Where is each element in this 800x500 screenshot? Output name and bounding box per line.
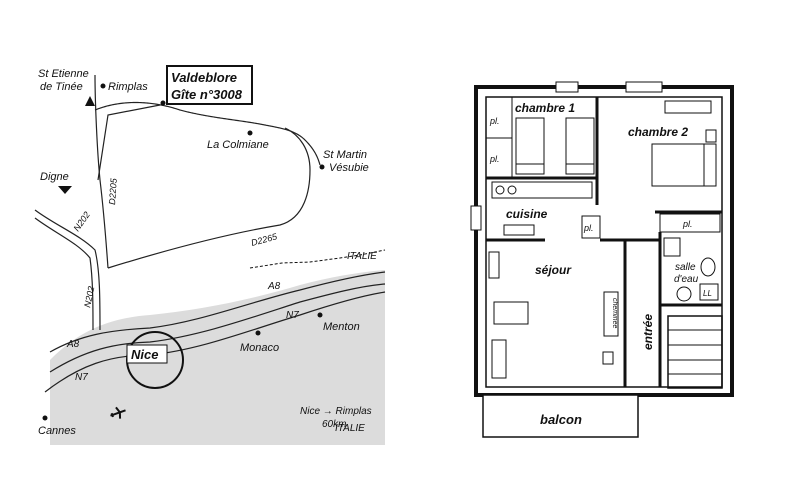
window-left [470, 205, 482, 231]
road-label-d2205: D2205 [107, 177, 119, 205]
basin [676, 286, 692, 302]
room-entree: entrée [641, 314, 655, 350]
bed-ch1-right [565, 117, 595, 175]
place-st-etienne-2: de Tinée [40, 81, 83, 93]
sideboard [488, 251, 500, 279]
dot-valdeblore [160, 100, 166, 106]
place-rimplas: Rimplas [108, 81, 148, 93]
room-balcon: balcon [540, 412, 582, 427]
window-top-1 [555, 81, 579, 93]
dot-monaco [255, 330, 261, 336]
distance-line1: Nice → Rimplas [300, 406, 372, 417]
fixture-ll: LL [703, 289, 712, 298]
place-st-martin-1: St Martin [323, 149, 367, 161]
road-label-n202-upper: N202 [71, 210, 92, 233]
place-monaco: Monaco [240, 342, 279, 354]
road-n202-b [34, 217, 94, 331]
room-sejour: séjour [535, 263, 572, 277]
road-valdeblore [97, 104, 161, 181]
window-top-2 [625, 81, 663, 93]
sofa [491, 339, 507, 379]
staircase [667, 315, 723, 389]
road-label-d2265: D2265 [250, 231, 279, 248]
road-label-n202-lower: N202 [82, 285, 96, 308]
closet-pl-c: pl. [682, 219, 693, 229]
room-salle-2: d'eau [674, 274, 699, 285]
road-colmiane [94, 101, 321, 166]
room-chambre2: chambre 2 [628, 125, 688, 139]
dot-rimplas [100, 83, 106, 89]
closet-c [659, 213, 721, 233]
map-title-line2: Gîte n°3008 [171, 87, 243, 102]
closet-pl-d: pl. [583, 223, 594, 233]
region-map: Nice Valdeblore Gîte n°3008 St Etienne d… [34, 65, 386, 445]
closet-pl-b: pl. [489, 154, 500, 164]
fireplace [603, 291, 619, 337]
inner-wall [485, 96, 723, 388]
arrow-st-etienne-icon [85, 96, 95, 106]
road-n7 [49, 283, 386, 373]
title-box [166, 65, 253, 105]
airport-icon [110, 406, 126, 419]
bed-ch2 [651, 143, 717, 187]
closet-d [581, 215, 601, 239]
dot-menton [317, 312, 323, 318]
room-cuisine: cuisine [506, 207, 548, 221]
place-nice: Nice [131, 347, 158, 362]
distance-line2: 60km [322, 419, 346, 430]
place-digne: Digne [40, 171, 69, 183]
road-d2265 [107, 127, 311, 269]
place-cannes: Cannes [38, 425, 76, 437]
closet-pl-a: pl. [489, 116, 500, 126]
washing-machine [699, 283, 719, 301]
sea-area [50, 270, 385, 445]
nightstand-ch2 [705, 129, 717, 143]
balcony [482, 394, 639, 438]
road-label-a8-left: A8 [66, 339, 80, 350]
place-italie-top: ITALIE [347, 251, 377, 262]
room-chambre1: chambre 1 [515, 101, 575, 115]
sink-a [495, 185, 505, 195]
road-n202 [34, 209, 101, 331]
place-menton: Menton [323, 321, 360, 333]
place-italie-bottom: ITALIE [335, 423, 365, 434]
region-floor-plan: pl. pl. chambre 1 chambre 2 pl. cuisine … [470, 81, 734, 438]
road-label-n7-right: N7 [286, 310, 299, 321]
kitchen-counter [491, 181, 593, 199]
place-st-martin-2: Vésubie [329, 162, 369, 174]
road-label-a8-right: A8 [267, 281, 281, 292]
dot-st-martin [319, 164, 325, 170]
bed-ch1-left [515, 117, 545, 175]
room-salle-1: salle [675, 262, 696, 273]
place-st-etienne-1: St Etienne [38, 68, 89, 80]
wc [700, 257, 716, 277]
dot-cannes [42, 415, 48, 421]
tv [602, 351, 614, 365]
dresser-ch2 [664, 100, 712, 114]
border-italy [249, 249, 386, 269]
road-coast [44, 291, 386, 393]
arrow-digne-icon [58, 186, 72, 194]
sink-b [507, 185, 517, 195]
dot-colmiane [247, 130, 253, 136]
nice-label-box [126, 344, 168, 364]
road-label-n7-left: N7 [75, 372, 88, 383]
road-d2205 [94, 74, 109, 269]
shower [663, 237, 681, 257]
dining-table [493, 301, 529, 325]
road-a8 [49, 271, 386, 353]
fixture-cheminee: cheminée [611, 298, 618, 328]
kitchen-table [503, 224, 535, 236]
place-la-colmiane: La Colmiane [207, 139, 269, 151]
map-title-line1: Valdeblore [171, 70, 237, 85]
